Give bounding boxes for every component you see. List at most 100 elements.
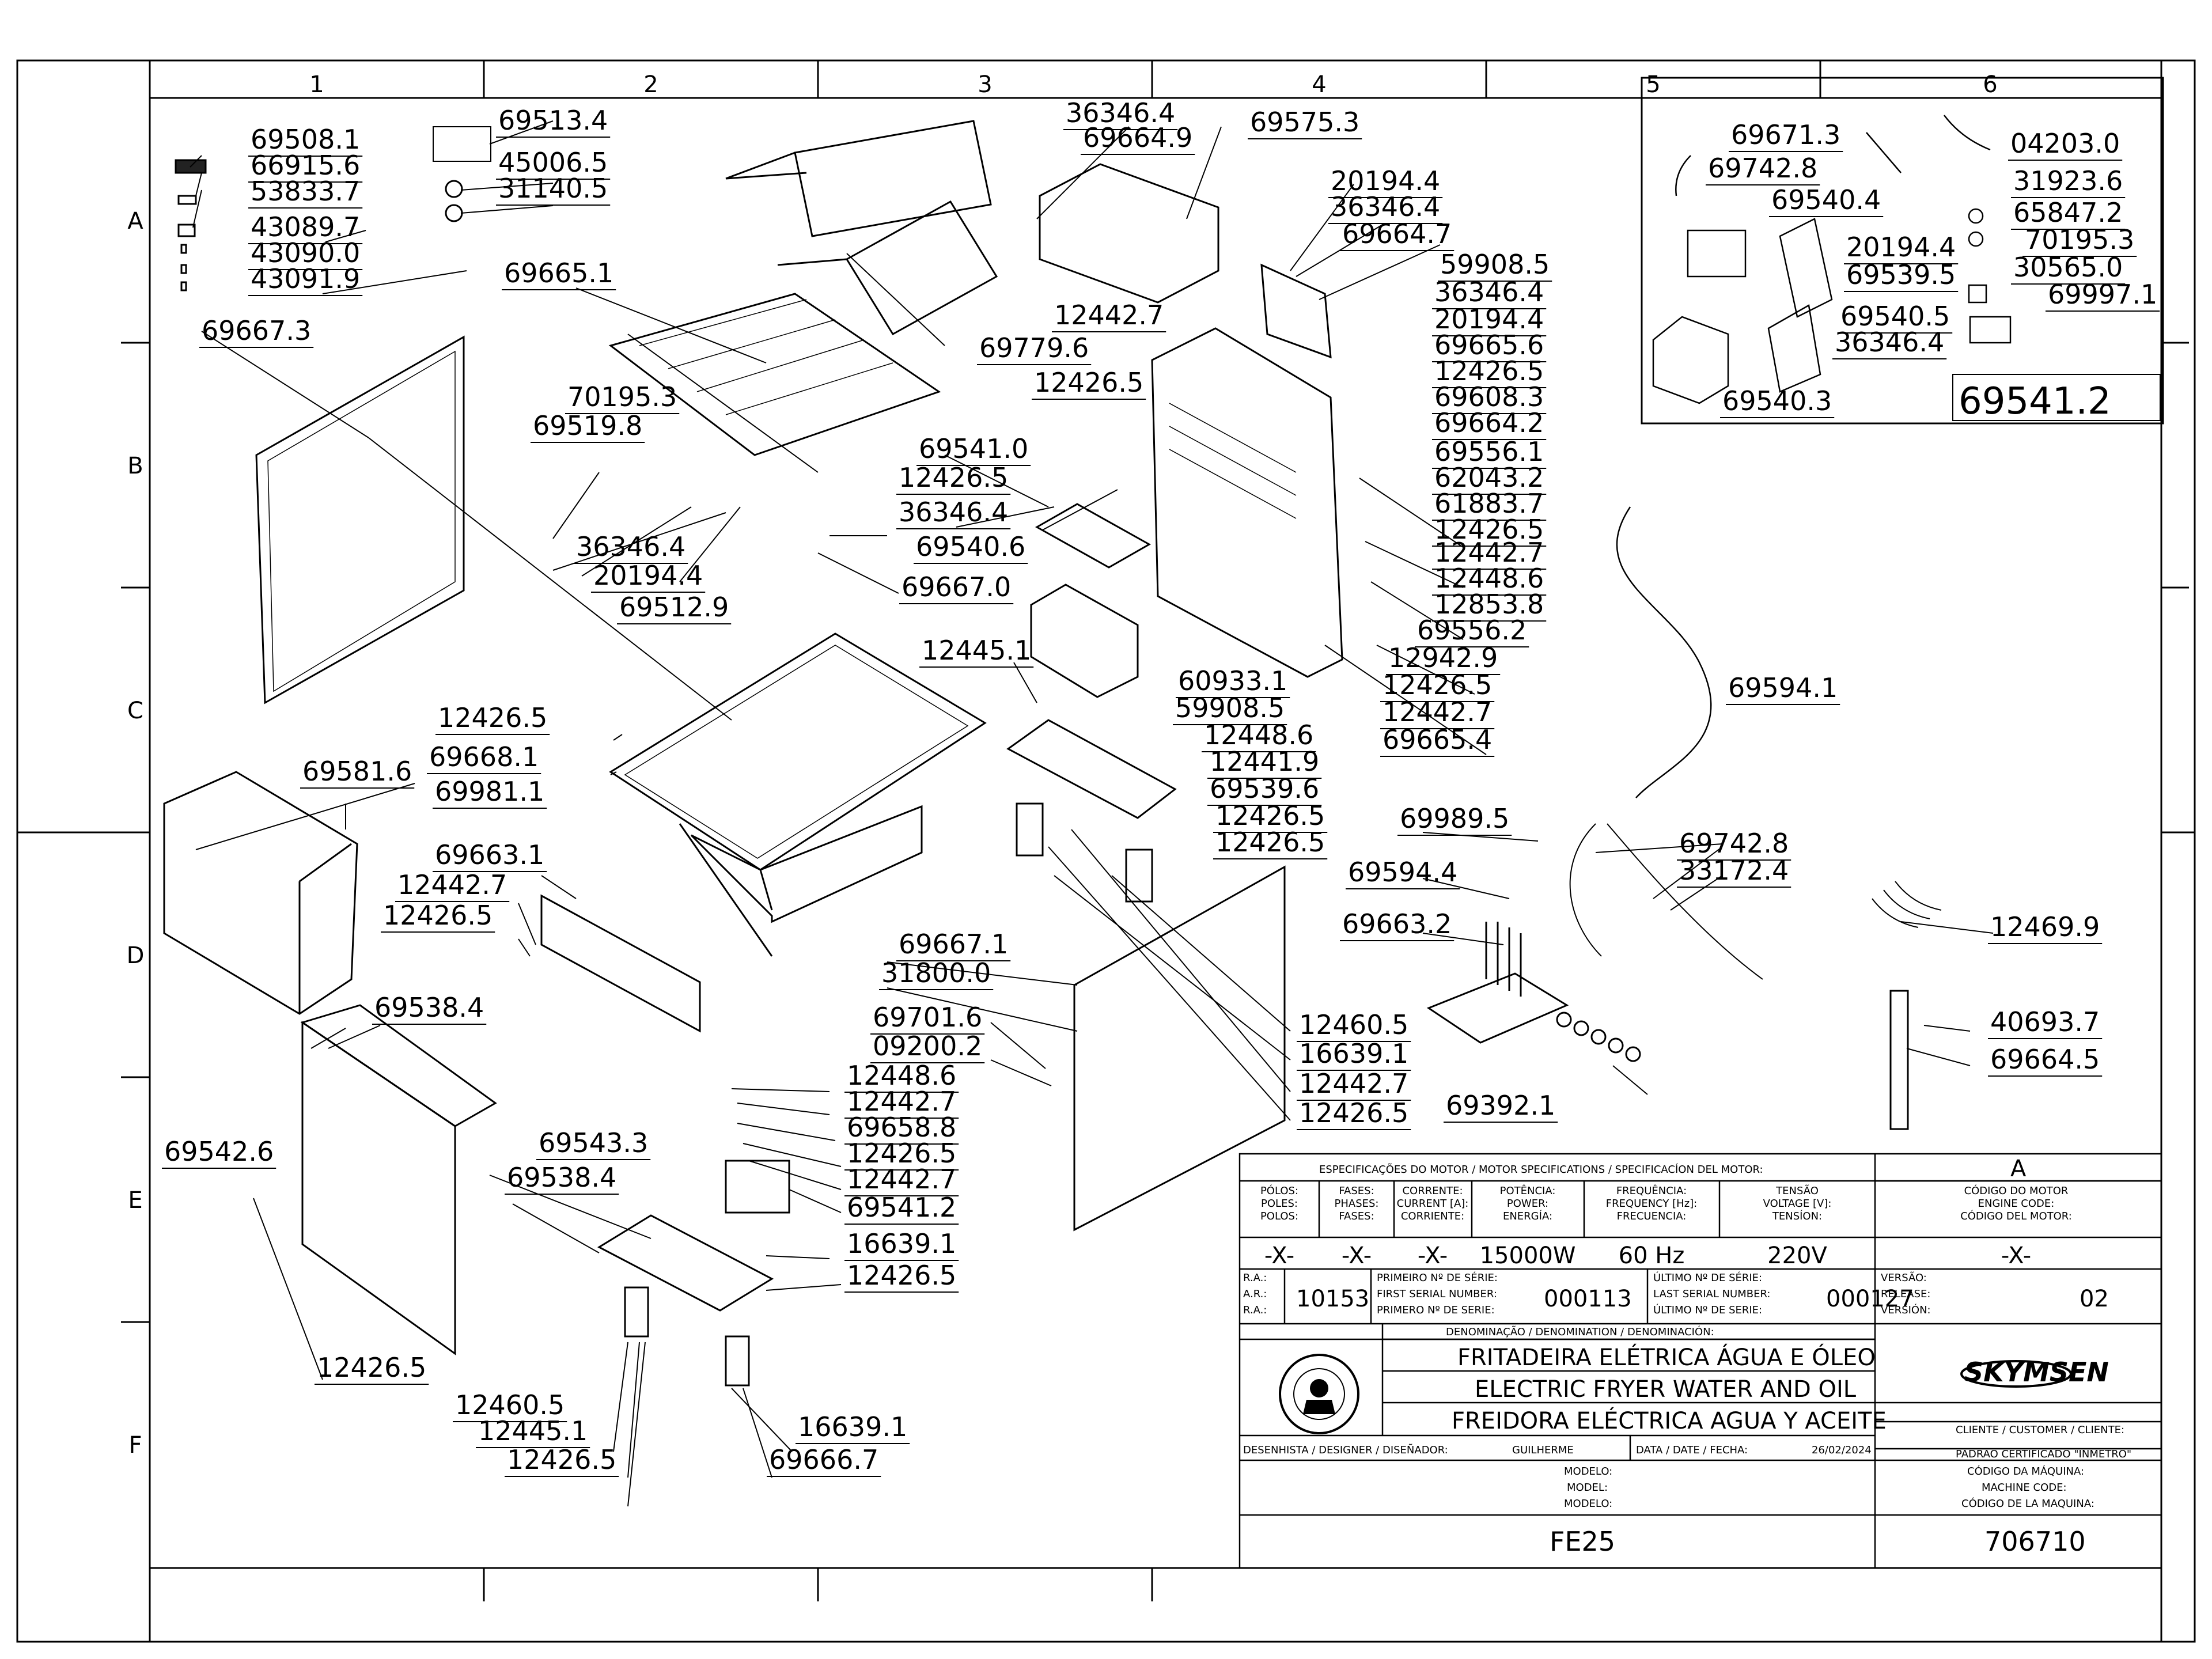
svg-text:MODEL:: MODEL: — [1567, 1482, 1608, 1494]
callout-label: 69742.8 — [1708, 153, 1817, 184]
callout-label: 69671.3 — [1731, 119, 1840, 150]
callout-label: 20194.4 — [593, 560, 703, 591]
part-illustrations — [163, 120, 1942, 1387]
svg-text:CÓDIGO DEL MOTOR:: CÓDIGO DEL MOTOR: — [1960, 1210, 2072, 1222]
callout-label: 20194.4 — [1846, 232, 1956, 263]
version-value: 02 — [2080, 1286, 2109, 1312]
designer-label: DESENHISTA / DESIGNER / DISEÑADOR: — [1243, 1444, 1448, 1456]
ra-value: 10153 — [1296, 1286, 1369, 1312]
motor-base — [1006, 719, 1177, 819]
callout-label: 69542.6 — [164, 1136, 274, 1167]
side-panel-right — [1073, 865, 1286, 1232]
denomination-pt: FRITADEIRA ELÉTRICA ÁGUA E ÓLEO — [1457, 1343, 1876, 1371]
callout-label: 69575.3 — [1250, 107, 1359, 138]
feet — [624, 802, 1153, 1387]
callout-label: 12442.7 — [397, 869, 507, 900]
callout-label: 69701.6 — [873, 1002, 982, 1033]
grid-col-4: 4 — [1312, 71, 1326, 98]
callout-label: 69989.5 — [1400, 803, 1509, 834]
callout-label: 36346.4 — [1066, 97, 1175, 128]
callout-label: 69594.4 — [1348, 857, 1457, 888]
callout-label: 53833.7 — [251, 176, 360, 207]
callout-label: 31800.0 — [881, 957, 991, 988]
back-panel — [1151, 327, 1343, 678]
callout-label: 12426.5 — [847, 1260, 956, 1291]
callout-label: 65847.2 — [2013, 197, 2123, 228]
svg-text:ÚLTIMO Nº DE SÉRIE:: ÚLTIMO Nº DE SÉRIE: — [1653, 1271, 1762, 1284]
denomination-label: DENOMINAÇÃO / DENOMINATION / DENOMINACIÓ… — [1446, 1325, 1714, 1338]
callout-label: 12426.5 — [899, 462, 1008, 493]
spec-voltage: 220V — [1767, 1243, 1827, 1269]
svg-text:CURRENT [A]:: CURRENT [A]: — [1397, 1198, 1469, 1210]
svg-text:FASES:: FASES: — [1339, 1185, 1374, 1197]
spring-coils — [1872, 881, 1942, 928]
callout-label: 62043.2 — [1434, 462, 1544, 493]
svg-text:MACHINE CODE:: MACHINE CODE: — [1982, 1482, 2067, 1494]
callout-label: 69540.3 — [1722, 385, 1832, 416]
model-value: FE25 — [1550, 1526, 1615, 1557]
callout-label: 12426.5 — [438, 702, 547, 733]
denomination-es: FREIDORA ELÉCTRICA AGUA Y ACEITE — [1452, 1407, 1887, 1434]
probe-rod — [1889, 990, 1909, 1130]
callout-label: 12426.5 — [383, 900, 493, 931]
svg-text:POWER:: POWER: — [1507, 1198, 1548, 1210]
grid-row-f: F — [128, 1432, 142, 1459]
callout-label: 12448.6 — [847, 1060, 956, 1091]
svg-text:MODELO:: MODELO: — [1564, 1465, 1612, 1478]
callout-label: 59908.5 — [1440, 249, 1550, 280]
callout-label: 69663.1 — [435, 839, 544, 870]
grid-col-2: 2 — [643, 71, 658, 98]
svg-text:POTÊNCIA:: POTÊNCIA: — [1500, 1184, 1556, 1197]
svg-text:ENERGÍA:: ENERGÍA: — [1503, 1210, 1552, 1222]
spec-engine-code: -X- — [2001, 1243, 2031, 1269]
callout-label: 69666.7 — [769, 1444, 878, 1475]
spec-power: 15000W — [1480, 1243, 1576, 1269]
designer-value: GUILHERME — [1512, 1444, 1574, 1456]
callout-label: 69538.4 — [374, 992, 484, 1023]
svg-text:PRIMEIRO Nº DE SÉRIE:: PRIMEIRO Nº DE SÉRIE: — [1377, 1271, 1498, 1284]
callout-label: 12442.7 — [1434, 537, 1544, 568]
detail-inset: 69541.2 — [1641, 77, 2164, 425]
grid-col-1: 1 — [309, 71, 324, 98]
grid-column-labels: 1 2 3 4 5 6 — [309, 71, 1997, 98]
callout-label: 69392.1 — [1446, 1090, 1555, 1121]
callout-label: 12460.5 — [1299, 1009, 1408, 1040]
callout-label: 69508.1 — [251, 124, 360, 155]
callout-label: 69742.8 — [1679, 828, 1789, 859]
motor-spec-header: ESPECIFICAÇÕES DO MOTOR / MOTOR SPECIFIC… — [1319, 1163, 1763, 1176]
drawing-frame — [16, 59, 2196, 1643]
callout-label: 36346.4 — [899, 497, 1008, 528]
callout-label: 69667.3 — [202, 315, 311, 346]
callout-label: 40693.7 — [1990, 1006, 2100, 1037]
callout-label: 69540.5 — [1840, 301, 1950, 332]
callout-label: 60933.1 — [1178, 665, 1287, 696]
client-value: PADRAO CERTIFICADO "INMETRO" — [1956, 1448, 2131, 1460]
callout-label: 69540.6 — [916, 531, 1025, 562]
leader-lines — [190, 120, 1994, 1507]
date-value: 26/02/2024 — [1812, 1444, 1872, 1456]
callout-label: 69543.3 — [539, 1127, 648, 1158]
grid-row-labels: A B C D E F — [127, 208, 145, 1459]
svg-text:VERSIÓN:: VERSIÓN: — [1881, 1304, 1931, 1316]
callout-label: 69665.6 — [1434, 329, 1544, 361]
svg-text:PÓLOS:: PÓLOS: — [1260, 1184, 1298, 1197]
callout-label: 43091.9 — [251, 263, 360, 294]
callout-label: 69664.2 — [1434, 407, 1544, 438]
spec-labels: PÓLOS: POLES: POLOS: FASES: PHASES: FASE… — [1260, 1184, 2072, 1222]
svg-text:A.R.:: A.R.: — [1243, 1288, 1267, 1300]
svg-text:FASES:: FASES: — [1339, 1210, 1374, 1222]
callout-label: 69512.9 — [619, 592, 729, 623]
svg-text:CORRENTE:: CORRENTE: — [1402, 1185, 1463, 1197]
power-cable — [1616, 506, 1712, 798]
svg-text:FRECUENCIA:: FRECUENCIA: — [1617, 1210, 1687, 1222]
svg-text:PRIMERO Nº DE SERIE:: PRIMERO Nº DE SERIE: — [1377, 1304, 1495, 1316]
ferrule-row — [1556, 1012, 1641, 1062]
grid-row-e: E — [128, 1187, 142, 1214]
callout-label: 36346.4 — [576, 531, 685, 562]
callout-label: 16639.1 — [798, 1411, 907, 1442]
callout-label: 12442.7 — [1299, 1068, 1408, 1099]
bottom-unit — [725, 1160, 790, 1214]
control-box — [163, 771, 358, 1015]
callout-label: 12426.5 — [1434, 355, 1544, 387]
callout-label: 69556.1 — [1434, 436, 1544, 467]
